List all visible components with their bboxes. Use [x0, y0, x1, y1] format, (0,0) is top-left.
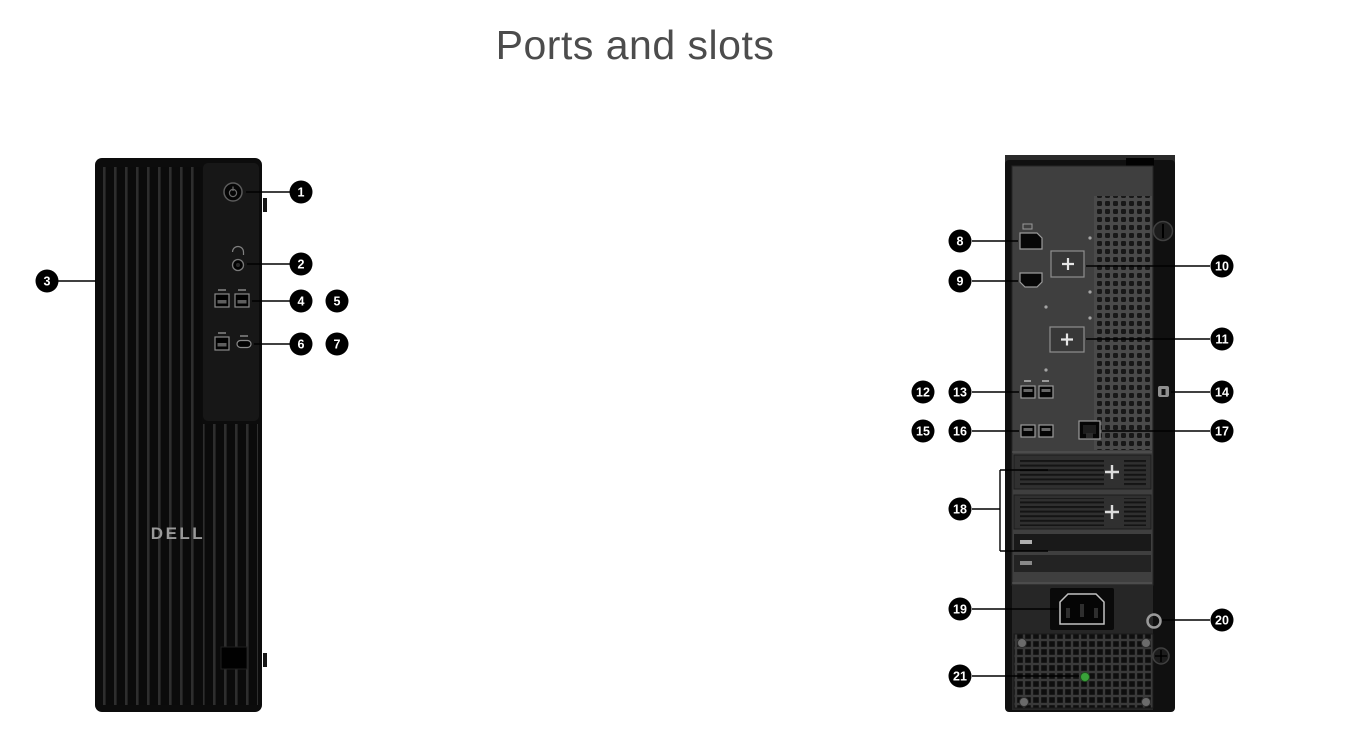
dell-logo: DELL [151, 524, 205, 543]
thumbscrew-bottom [1152, 647, 1170, 665]
callout-badge-2: 2 [289, 252, 313, 276]
thumbscrew-top [1152, 220, 1174, 242]
rear-usb-ports-row1 [1020, 380, 1054, 399]
callout-badge-14: 14 [1210, 380, 1234, 404]
power-inlet-icon [1050, 588, 1114, 630]
usb-c-port-icon [236, 339, 252, 349]
optional-port-slot-1 [1050, 250, 1085, 278]
rear-vent-holes [1094, 196, 1152, 450]
ethernet-port-icon [1078, 420, 1101, 440]
side-tab-top [263, 198, 267, 212]
security-lock-slot-icon [1158, 386, 1169, 397]
rear-view [1005, 155, 1175, 712]
power-button-icon [223, 182, 243, 202]
displayport-icon [1019, 223, 1043, 250]
callout-badge-15: 15 [911, 419, 935, 443]
front-badge-plate [220, 646, 248, 670]
callout-badge-12: 12 [911, 380, 935, 404]
callout-badge-5: 5 [325, 289, 349, 313]
callout-badge-18: 18 [948, 497, 972, 521]
usb-a-ports-front [214, 289, 250, 308]
expansion-slot-covers [1013, 454, 1152, 572]
rear-latch [1126, 158, 1154, 166]
diagnostic-led-icon [1080, 672, 1090, 682]
callout-badge-16: 16 [948, 419, 972, 443]
callout-badge-8: 8 [948, 229, 972, 253]
callout-badge-13: 13 [948, 380, 972, 404]
headset-jack-icon [231, 245, 245, 272]
rear-usb-ports-row2 [1020, 424, 1054, 438]
grille-screws [1017, 638, 1151, 707]
callout-badge-20: 20 [1210, 608, 1234, 632]
padlock-ring-icon [1146, 613, 1162, 629]
callout-badge-7: 7 [325, 332, 349, 356]
callout-badge-6: 6 [289, 332, 313, 356]
hdmi-port-icon [1019, 272, 1043, 288]
callout-badge-1: 1 [289, 180, 313, 204]
front-view: DELL [95, 158, 267, 712]
screw-holes [1044, 236, 1092, 372]
callout-badge-10: 10 [1210, 254, 1234, 278]
leader-lines [58, 191, 1210, 677]
callout-badge-21: 21 [948, 664, 972, 688]
psu-fan-grille [1013, 633, 1154, 709]
callout-badge-4: 4 [289, 289, 313, 313]
callout-badge-11: 11 [1210, 327, 1234, 351]
page-title: Ports and slots [495, 22, 775, 68]
optional-port-slot-2 [1049, 326, 1085, 353]
front-vent-grille [103, 167, 202, 705]
side-tab-bottom [263, 653, 267, 667]
front-io-panel [203, 163, 259, 421]
callout-badge-9: 9 [948, 269, 972, 293]
callout-badge-19: 19 [948, 597, 972, 621]
usb-a-and-usb-c-ports-front [214, 332, 252, 351]
callout-badge-3: 3 [35, 269, 59, 293]
callout-badge-17: 17 [1210, 419, 1234, 443]
